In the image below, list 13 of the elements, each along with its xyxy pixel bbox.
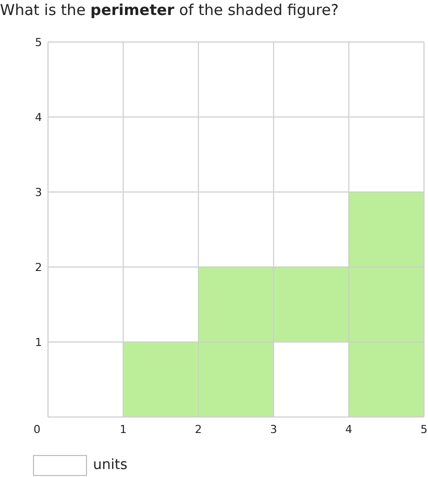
axis-number: 1 <box>35 336 42 349</box>
axis-number: 5 <box>35 36 42 49</box>
axis-number: 5 <box>420 423 428 436</box>
unit-text: units <box>93 456 128 474</box>
axis-number: 4 <box>345 423 352 436</box>
axis-number: 0 <box>34 423 40 436</box>
axis-number: 3 <box>35 186 42 199</box>
axis-number: 2 <box>35 261 42 274</box>
axis-number: 1 <box>120 423 127 436</box>
question-text: What is the perimeter of the shaded figure? <box>0 0 339 20</box>
axis-number: 2 <box>194 423 202 436</box>
axis-number: 4 <box>35 111 42 124</box>
axis-number: 3 <box>270 423 278 436</box>
